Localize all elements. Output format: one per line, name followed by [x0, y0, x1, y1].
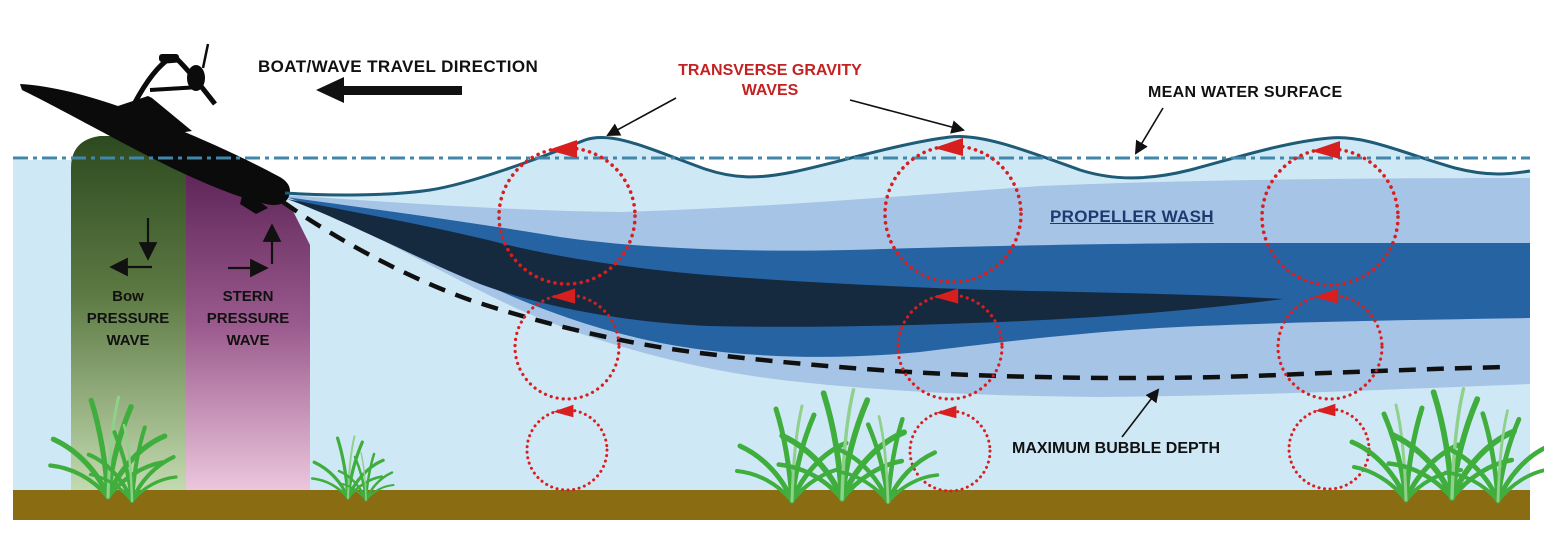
- propeller-wash-plume: [285, 178, 1530, 397]
- maximum-bubble-depth-label: MAXIMUM BUBBLE DEPTH: [1012, 440, 1220, 457]
- stern-label-line1: STERN: [222, 288, 274, 305]
- annotation-arrows: [606, 97, 1164, 438]
- stern-flow-arrows: [228, 223, 282, 278]
- stern-label-line2: PRESSURE: [206, 310, 290, 327]
- stern-pressure-wave-label: STERN PRESSURE WAVE: [193, 286, 303, 352]
- boat-silhouette: [20, 43, 290, 214]
- propeller-wash-label: PROPELLER WASH: [1050, 207, 1214, 226]
- transverse-label-line1: TRANSVERSE GRAVITY: [678, 62, 862, 79]
- bow-flow-arrows: [109, 218, 158, 277]
- maximum-bubble-depth-line: [281, 200, 1511, 381]
- mean-water-surface-label: MEAN WATER SURFACE: [1148, 84, 1343, 101]
- bow-pressure-wave-column: [71, 136, 186, 490]
- transverse-label-line2: WAVES: [741, 82, 799, 99]
- transverse-gravity-waves-label: TRANSVERSE GRAVITY WAVES: [655, 61, 885, 101]
- bow-pressure-wave-label: Bow PRESSURE WAVE: [73, 286, 183, 352]
- bow-label-line1: Bow: [112, 288, 144, 305]
- water-surface-line: [284, 134, 1531, 197]
- bow-label-line3: WAVE: [106, 332, 150, 349]
- travel-direction-arrow: [316, 77, 462, 103]
- seabed: [13, 490, 1530, 520]
- bow-label-line2: PRESSURE: [86, 310, 170, 327]
- stern-label-line3: WAVE: [226, 332, 270, 349]
- travel-direction-label: BOAT/WAVE TRAVEL DIRECTION: [258, 57, 539, 76]
- stern-pressure-wave-column: [186, 160, 310, 490]
